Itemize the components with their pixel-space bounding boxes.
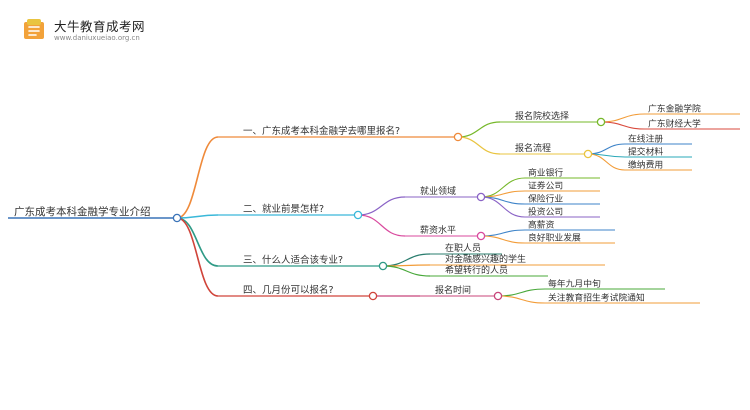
branch-label: 四、几月份可以报名?	[243, 284, 334, 296]
leaf-connector	[480, 235, 526, 244]
branch-connector	[176, 214, 219, 219]
branch-node-dot	[368, 291, 378, 301]
leaf-label: 提交材料	[628, 146, 663, 158]
child-connector	[457, 136, 501, 155]
branch-node-dot	[453, 132, 463, 142]
leaf-connector	[497, 288, 546, 297]
leaf-label: 高薪资	[528, 219, 555, 231]
leaf-label: 证券公司	[528, 180, 563, 192]
leaf-label: 关注教育招生考试院通知	[548, 292, 645, 304]
branch-connector	[176, 217, 219, 297]
child-node-dot	[476, 231, 486, 241]
site-logo[interactable]: 大牛教育成考网 www.daniuxueiao.org.cn	[20, 14, 180, 50]
root-node-dot	[172, 213, 182, 223]
branch-node-dot	[353, 210, 363, 220]
child-label: 在职人员	[445, 242, 481, 254]
branch-node-dot	[378, 261, 388, 271]
leaf-connector	[587, 143, 626, 155]
leaf-connector	[480, 196, 526, 218]
leaf-label: 商业银行	[528, 167, 563, 179]
leaf-connector	[480, 229, 526, 237]
leaf-label: 广东金融学院	[648, 103, 701, 115]
child-label: 报名流程	[515, 142, 551, 154]
leaf-connector	[497, 295, 546, 304]
leaf-label: 每年九月中旬	[548, 278, 601, 290]
branch-label: 二、就业前景怎样?	[243, 203, 324, 215]
child-node-dot	[493, 291, 503, 301]
branch-label: 一、广东成考本科金融学去哪里报名?	[243, 125, 400, 137]
child-connector	[382, 253, 431, 267]
child-node-dot	[596, 117, 606, 127]
child-label: 报名院校选择	[515, 110, 569, 122]
book-icon	[24, 19, 44, 39]
leaf-label: 良好职业发展	[528, 232, 581, 244]
leaf-label: 在线注册	[628, 133, 663, 145]
branch-connector	[176, 136, 219, 219]
site-name: 大牛教育成考网	[54, 19, 146, 34]
child-label: 薪资水平	[420, 224, 456, 236]
child-connector	[357, 196, 406, 216]
child-label: 对金融感兴趣的学生	[445, 253, 526, 265]
leaf-label: 缴纳费用	[628, 159, 663, 171]
child-node-dot	[476, 192, 486, 202]
site-url: www.daniuxueiao.org.cn	[54, 34, 140, 42]
leaf-connector	[600, 113, 646, 123]
leaf-label: 保险行业	[528, 193, 563, 205]
branch-label: 三、什么人适合该专业?	[243, 254, 343, 266]
child-connector	[382, 265, 431, 277]
child-label: 就业领域	[420, 185, 456, 197]
root-node-label: 广东成考本科金融学专业介绍	[14, 205, 151, 218]
child-connector	[457, 121, 501, 138]
child-node-dot	[583, 149, 593, 159]
leaf-label: 投资公司	[528, 206, 563, 218]
leaf-label: 广东财经大学	[648, 118, 701, 130]
child-connector	[357, 214, 406, 237]
child-label: 希望转行的人员	[445, 264, 508, 276]
leaf-connector	[600, 121, 646, 130]
child-label: 报名时间	[435, 284, 471, 296]
